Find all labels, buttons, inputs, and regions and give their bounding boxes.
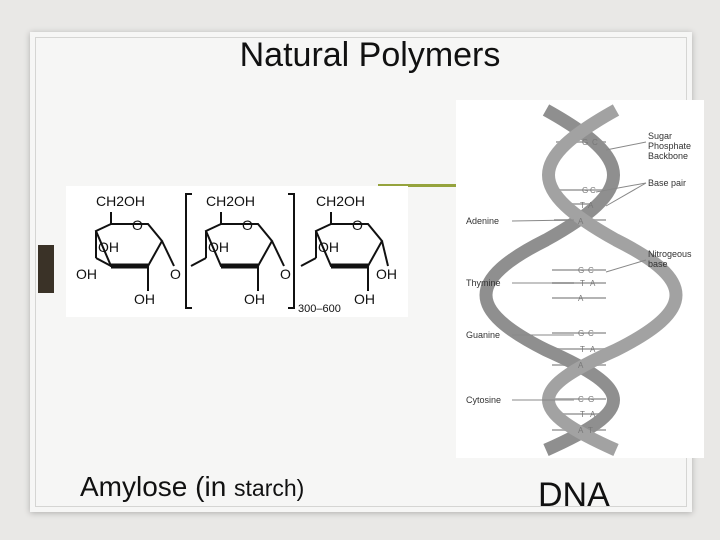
base-letter: C (588, 266, 594, 275)
oh-label: OH (376, 266, 397, 282)
ch2oh-label: CH2OH (96, 193, 145, 209)
base-letter: C (590, 186, 596, 195)
label-nitrogeous: Nitrogeous (648, 249, 692, 259)
base-letter: C (588, 329, 594, 338)
amylose-caption-small: starch) (234, 475, 305, 501)
base-letter: G (582, 186, 588, 195)
ch2oh-label: CH2OH (206, 193, 255, 209)
base-letter: A (588, 201, 594, 210)
base-letter: C (592, 138, 598, 147)
base-letter: A (590, 410, 596, 419)
oh-label: OH (318, 239, 339, 255)
ring-oxygen: O (132, 217, 143, 233)
base-letter: G (578, 329, 584, 338)
oh-label: OH (76, 266, 97, 282)
oh-label: OH (134, 291, 155, 307)
side-tab (38, 245, 54, 293)
base-letter: G (578, 266, 584, 275)
base-letter: A (578, 426, 584, 435)
base-letter: C (578, 395, 584, 404)
label-phosphate: Phosphate (648, 141, 691, 151)
base-letter: G (582, 138, 588, 147)
ring-oxygen: O (242, 217, 253, 233)
label-base: base (648, 259, 668, 269)
amylose-structure-image: CH2OH CH2OH CH2OH O O O OH OH OH OH OH O… (66, 186, 408, 317)
label-cytosine: Cytosine (466, 395, 501, 405)
base-letter: A (590, 345, 596, 354)
base-letter: A (578, 361, 584, 370)
label-guanine: Guanine (466, 330, 500, 340)
label-base-pair: Base pair (648, 178, 686, 188)
amylose-caption: Amylose (in starch) (80, 471, 304, 503)
label-sugar: Sugar (648, 131, 672, 141)
glycosidic-oxygen: O (170, 266, 181, 282)
base-letter: G (588, 395, 594, 404)
base-letter: A (578, 294, 584, 303)
glycosidic-oxygen: O (280, 266, 291, 282)
dna-diagram: G C G C T A A G C T A A G C T A A C G T … (466, 104, 692, 456)
label-adenine: Adenine (466, 216, 499, 226)
oh-label: OH (208, 239, 229, 255)
base-letter: T (580, 410, 585, 419)
amylose-caption-main: Amylose (in (80, 471, 235, 502)
ch2oh-label: CH2OH (316, 193, 365, 209)
dna-caption: DNA (538, 476, 610, 514)
slide-title: Natural Polymers (239, 36, 501, 74)
base-letter: T (588, 426, 593, 435)
amylose-diagram: CH2OH CH2OH CH2OH O O O OH OH OH OH OH O… (76, 193, 397, 315)
base-letter: A (590, 279, 596, 288)
oh-label: OH (98, 239, 119, 255)
base-letter: T (580, 345, 585, 354)
dna-helix-image: G C G C T A A G C T A A G C T A A C G T … (456, 100, 704, 458)
oh-label: OH (354, 291, 375, 307)
oh-label: OH (244, 291, 265, 307)
repeat-count: 300–600 (298, 303, 341, 315)
label-backbone: Backbone (648, 151, 688, 161)
base-letter: A (578, 217, 584, 226)
accent-line (378, 184, 464, 187)
base-letter: T (580, 201, 585, 210)
label-thymine: Thymine (466, 278, 501, 288)
base-letter: T (580, 279, 585, 288)
ring-oxygen: O (352, 217, 363, 233)
